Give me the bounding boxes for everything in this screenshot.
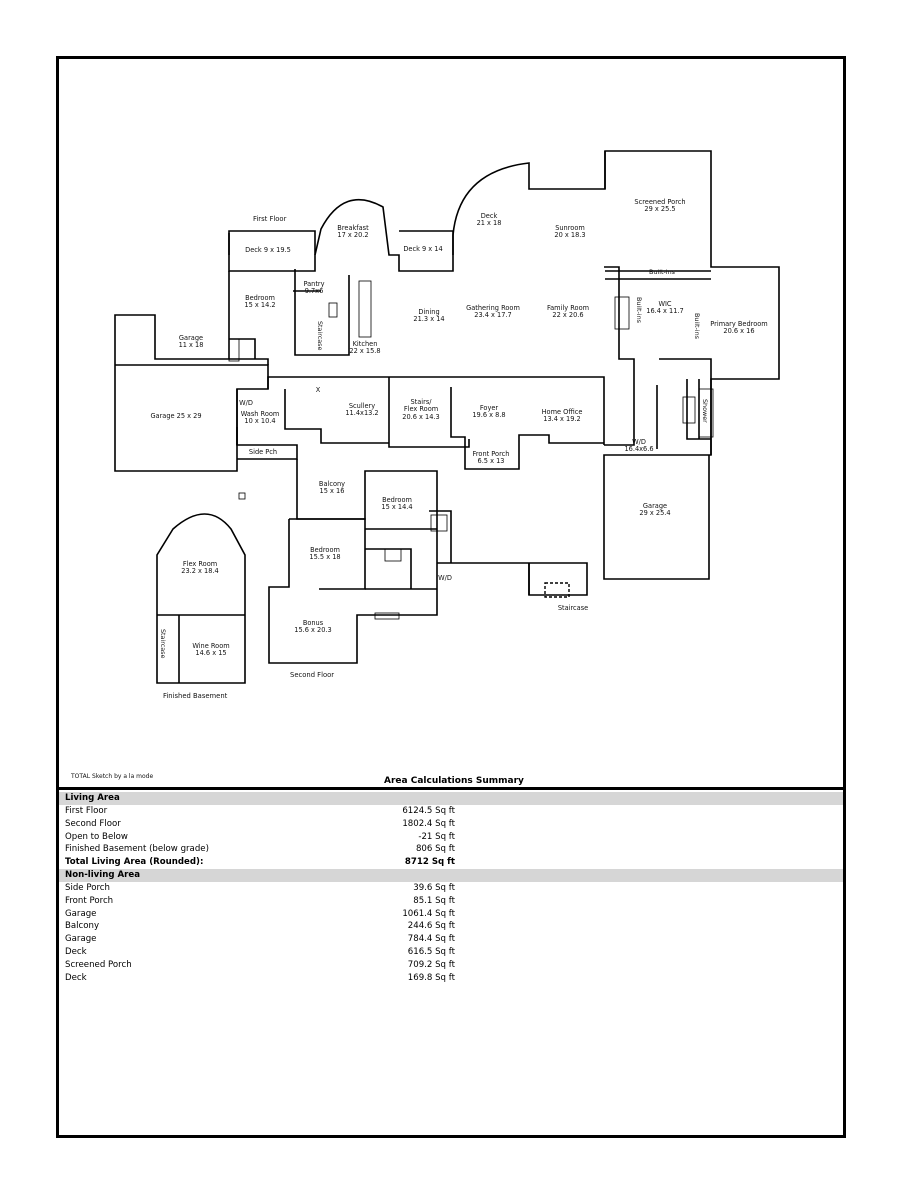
- area-summary-table: Living Area First Floor 6124.5 Sq ft Seco…: [59, 792, 843, 984]
- row-value: 39.6 Sq ft: [413, 882, 455, 893]
- table-row: Deck 616.5 Sq ft: [59, 946, 843, 959]
- vertical-label: Built-ins: [693, 313, 701, 339]
- table-row: Garage 784.4 Sq ft: [59, 933, 843, 946]
- room-label: W/D: [438, 574, 452, 582]
- row-name: Screened Porch: [65, 959, 132, 970]
- row-value: 6124.5 Sq ft: [402, 806, 455, 816]
- row-value: 709.2 Sq ft: [407, 959, 455, 970]
- table-row: Deck 169.8 Sq ft: [59, 972, 843, 985]
- row-value: -21 Sq ft: [418, 831, 455, 842]
- sketch-credit: TOTAL Sketch by a la mode: [71, 773, 154, 780]
- table-row: First Floor 6124.5 Sq ft: [59, 805, 843, 818]
- row-value: 616.5 Sq ft: [407, 946, 455, 957]
- row-value: 85.1 Sq ft: [413, 895, 455, 906]
- room-label: Garage 25 x 29: [150, 412, 202, 420]
- first-floor-outline: [228, 150, 780, 580]
- table-row: Finished Basement (below grade) 806 Sq ft: [59, 843, 843, 856]
- room-label: Deck 9 x 14: [403, 245, 443, 253]
- floor-label-first: First Floor: [253, 215, 287, 223]
- nonliving-area-header: Non-living Area: [59, 868, 843, 882]
- row-value: 1802.4 Sq ft: [402, 818, 455, 829]
- row-name: Balcony: [65, 921, 100, 932]
- vertical-label: Shower: [701, 399, 709, 423]
- row-name: Deck: [65, 946, 87, 957]
- row-value: 169.8 Sq ft: [407, 972, 455, 983]
- floor-label-basement: Finished Basement: [163, 692, 228, 700]
- row-name: Garage: [65, 934, 97, 945]
- table-row: Front Porch 85.1 Sq ft: [59, 895, 843, 908]
- sketch-frame: First Floor Second Floor Finished Baseme…: [56, 56, 846, 1138]
- row-name: First Floor: [65, 806, 108, 816]
- room-label: Side Pch: [248, 448, 278, 456]
- row-value: 784.4 Sq ft: [407, 934, 455, 945]
- row-name: Garage: [65, 908, 97, 919]
- vertical-label: Built-ins: [635, 297, 643, 323]
- table-row: Balcony 244.6 Sq ft: [59, 920, 843, 933]
- room-label: W/D: [239, 399, 253, 407]
- table-row: Screened Porch 709.2 Sq ft: [59, 959, 843, 972]
- table-row: Second Floor 1802.4 Sq ft: [59, 818, 843, 831]
- vertical-label: Staircase: [316, 321, 324, 351]
- room-label: X: [315, 386, 321, 394]
- section-divider: [59, 787, 843, 790]
- total-row: Total Living Area (Rounded): 8712 Sq ft: [59, 856, 843, 869]
- row-value: 806 Sq ft: [415, 844, 455, 855]
- row-name: Open to Below: [65, 831, 128, 842]
- vertical-label: Staircase: [159, 629, 167, 659]
- table-row: Garage 1061.4 Sq ft: [59, 908, 843, 921]
- floor-label-second: Second Floor: [290, 671, 335, 679]
- row-value: 244.6 Sq ft: [407, 921, 455, 932]
- horizontal-label: Built-ins: [649, 268, 675, 276]
- row-name: Side Porch: [65, 882, 110, 893]
- row-name: Second Floor: [65, 818, 121, 829]
- room-label: Staircase: [557, 604, 589, 612]
- row-name: Deck: [65, 972, 87, 983]
- second-floor-outline: [268, 459, 588, 664]
- basement-outline: [156, 513, 246, 684]
- table-row: Open to Below -21 Sq ft: [59, 831, 843, 844]
- floor-plan-drawing: [114, 150, 780, 684]
- room-label: Deck 9 x 19.5: [245, 246, 291, 254]
- row-name: Total Living Area (Rounded):: [65, 857, 204, 868]
- row-name: Finished Basement (below grade): [65, 844, 209, 855]
- summary-title: Area Calculations Summary: [384, 776, 524, 786]
- row-name: Front Porch: [65, 895, 114, 906]
- row-value: 1061.4 Sq ft: [402, 908, 455, 919]
- row-value: 8712 Sq ft: [404, 857, 455, 868]
- living-area-header: Living Area: [59, 792, 843, 805]
- table-row: Side Porch 39.6 Sq ft: [59, 882, 843, 895]
